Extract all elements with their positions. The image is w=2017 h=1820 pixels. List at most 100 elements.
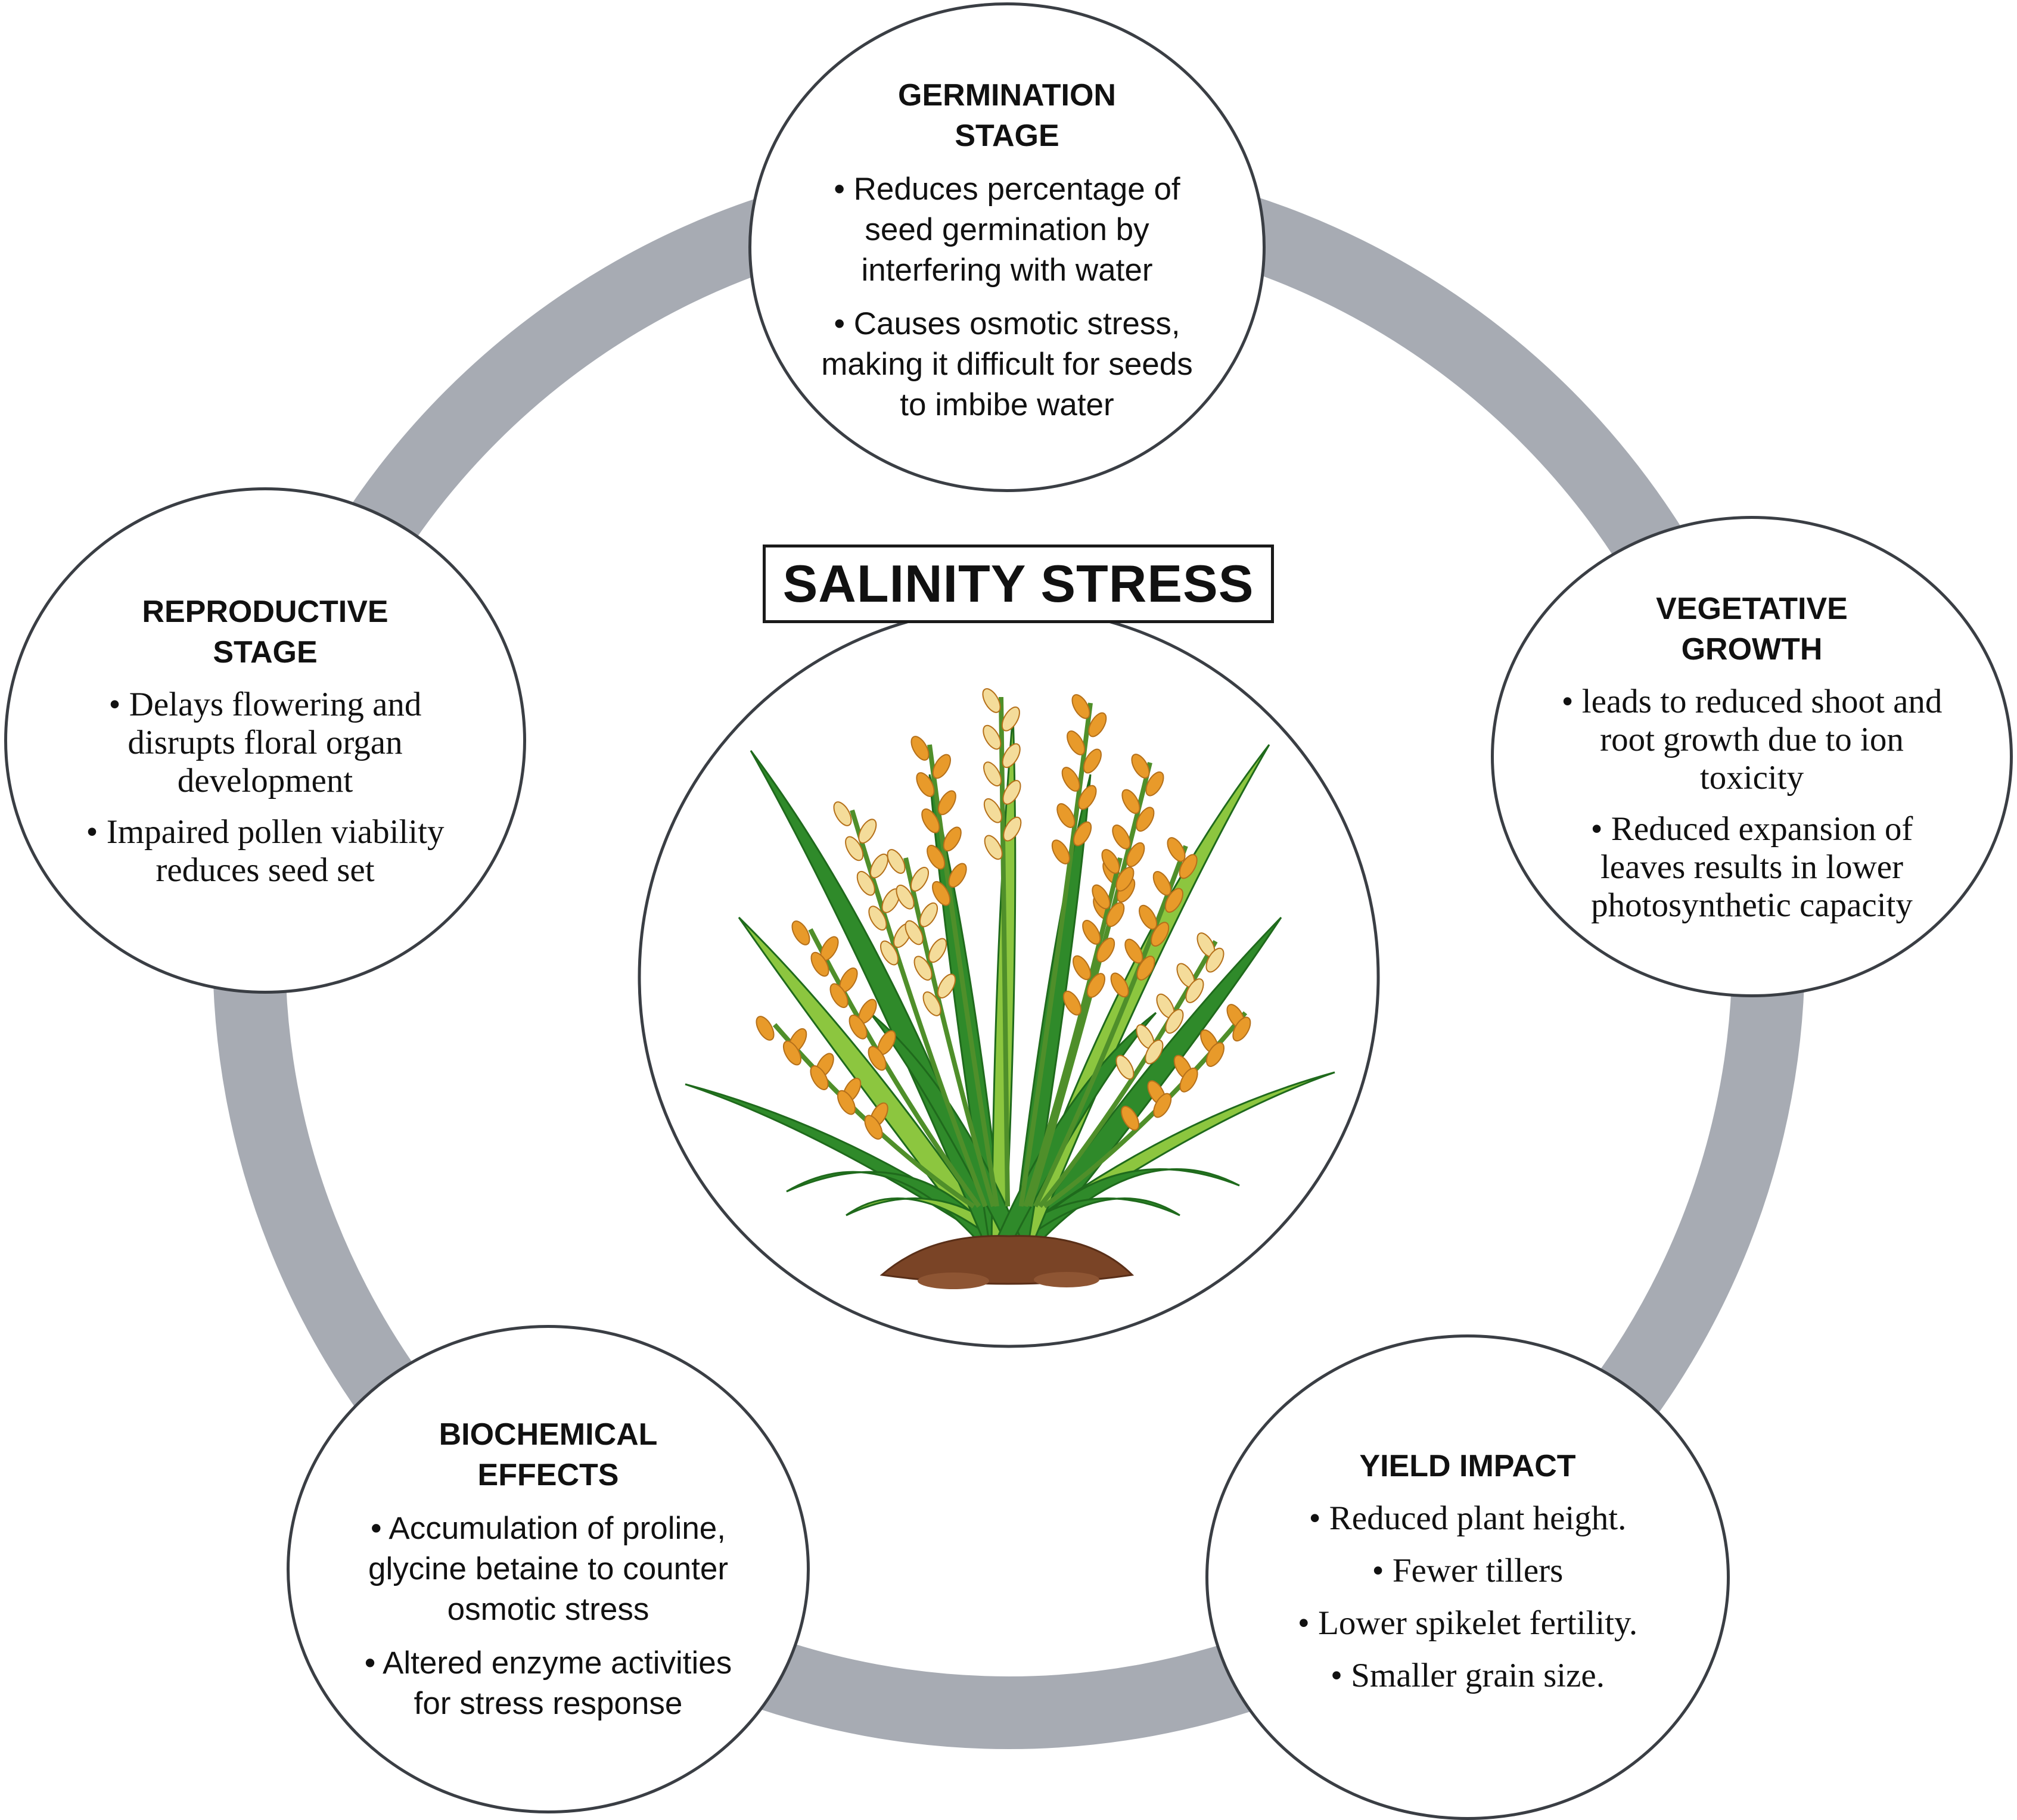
rice-grain <box>927 845 946 870</box>
rice-grain <box>932 881 951 906</box>
rice-grain <box>1152 871 1171 896</box>
rice-grain <box>983 724 1002 750</box>
rice-grain <box>1136 956 1155 981</box>
rice-grain <box>1083 748 1102 774</box>
biochemical-effects-node: BIOCHEMICAL EFFECTS • Accumulation of pr… <box>287 1325 810 1813</box>
biochemical-bullet-2: • Altered enzyme activities for stress r… <box>364 1645 732 1721</box>
rice-grain <box>1153 1093 1172 1118</box>
rice-grain <box>919 902 938 928</box>
rice-grain <box>905 920 924 945</box>
rice-grain <box>1179 1067 1198 1093</box>
rice-grain <box>913 956 933 981</box>
reproductive-bullet-1: • Delays flowering and disrupts floral o… <box>108 686 422 799</box>
rice-grain <box>1151 922 1170 947</box>
diagram-title: SALINITY STRESS <box>782 554 1254 613</box>
rice-grain <box>921 808 940 833</box>
yield-impact-title: YIELD IMPACT <box>1359 1446 1575 1486</box>
germination-bullet-1: • Reduces percentage of seed germination… <box>834 172 1180 288</box>
rice-grain <box>1205 947 1225 973</box>
grain-stem <box>903 857 996 1208</box>
biochemical-title-line-2: EFFECTS <box>477 1458 619 1492</box>
leaf-blade <box>738 916 1010 1255</box>
soil-mound-icon <box>879 1235 1135 1285</box>
rice-grain <box>1051 839 1070 864</box>
rice-grain <box>1056 803 1076 828</box>
grain-stem <box>808 928 981 1208</box>
rice-grain <box>1115 866 1135 892</box>
rice-grain <box>1131 754 1150 779</box>
rice-grain <box>868 906 887 931</box>
rice-grain <box>868 1046 887 1071</box>
rice-grain <box>887 849 906 874</box>
yield-bullet-3: • Lower spikelet fertility. <box>1297 1604 1638 1642</box>
rice-grain <box>937 973 956 998</box>
rice-grain <box>791 920 810 945</box>
rice-grain <box>869 853 888 879</box>
rice-grain <box>1120 1106 1140 1131</box>
rice-grain <box>1164 888 1183 913</box>
rice-grain <box>782 1040 802 1066</box>
yield-bullets: • Reduced plant height. • Fewer tillers … <box>1298 1499 1637 1709</box>
rice-grain <box>1002 780 1021 805</box>
rice-grain <box>1121 789 1140 814</box>
grain-stem <box>1033 845 1188 1208</box>
rice-grain <box>1086 973 1106 998</box>
rice-grain <box>1082 920 1101 945</box>
vegetative-growth-node: VEGETATIVE GROWTH • leads to reduced sho… <box>1491 516 2013 997</box>
rice-grain <box>984 835 1003 860</box>
rice-grain <box>864 1115 883 1140</box>
rice-grain <box>932 754 951 779</box>
grain-stem <box>1023 857 1123 1208</box>
rice-grain <box>856 870 875 896</box>
rice-grain <box>1101 849 1120 874</box>
rice-grain <box>1072 955 1092 981</box>
vegetative-bullets: • leads to reduced shoot and root growth… <box>1550 683 1953 925</box>
reproductive-title-line-2: STAGE <box>213 635 318 670</box>
reproductive-bullet-2: • Impaired pollen viability reduces seed… <box>86 813 445 889</box>
rice-grain <box>858 819 877 844</box>
rice-grain <box>1088 712 1107 738</box>
rice-grain <box>910 736 930 761</box>
grain-stem <box>1018 702 1093 1207</box>
rice-grain <box>756 1016 775 1041</box>
rice-grain <box>1067 730 1086 755</box>
rice-grain <box>1071 694 1090 719</box>
reproductive-title-line-1: REPRODUCTIVE <box>142 595 389 629</box>
rice-grain <box>1232 1016 1251 1042</box>
rice-grain <box>1096 937 1115 963</box>
germination-title-line-1: GERMINATION <box>898 78 1116 113</box>
rice-grain <box>1115 1054 1135 1080</box>
rice-grain <box>983 798 1002 823</box>
rice-grain <box>1110 972 1129 998</box>
vegetative-title-line-1: VEGETATIVE <box>1656 592 1848 626</box>
reproductive-bullets: • Delays flowering and disrupts floral o… <box>61 686 470 889</box>
rice-grain <box>928 938 947 963</box>
rice-grain <box>1106 902 1125 927</box>
rice-grain <box>810 951 829 977</box>
rice-grain <box>1136 807 1155 832</box>
rice-grain <box>1124 938 1143 964</box>
rice-grain <box>1167 837 1186 862</box>
yield-title-line-1: YIELD IMPACT <box>1359 1448 1576 1483</box>
rice-grain <box>1061 767 1080 792</box>
reproductive-stage-node: REPRODUCTIVE STAGE • Delays flowering an… <box>4 487 526 994</box>
rice-grain <box>845 836 864 861</box>
rice-grain <box>1112 825 1131 850</box>
rice-grain <box>1179 854 1198 879</box>
rice-grain <box>948 863 967 888</box>
rice-grain <box>1185 978 1204 1003</box>
soil-clump <box>1034 1272 1099 1287</box>
rice-grain <box>1073 821 1092 847</box>
rice-grain <box>1003 816 1022 842</box>
rice-grain <box>1145 1039 1164 1065</box>
rice-grain <box>922 991 941 1016</box>
germination-bullets: • Reduces percentage of seed germination… <box>817 169 1197 425</box>
germination-stage-node: GERMINATION STAGE • Reduces percentage o… <box>748 2 1266 492</box>
rice-grain <box>810 1065 829 1090</box>
grain-stem <box>927 744 999 1207</box>
rice-grain <box>879 940 899 966</box>
biochemical-effects-title: BIOCHEMICAL EFFECTS <box>439 1414 658 1495</box>
rice-grain <box>833 801 852 826</box>
biochemical-bullets: • Accumulation of proline, glycine betai… <box>346 1508 750 1724</box>
